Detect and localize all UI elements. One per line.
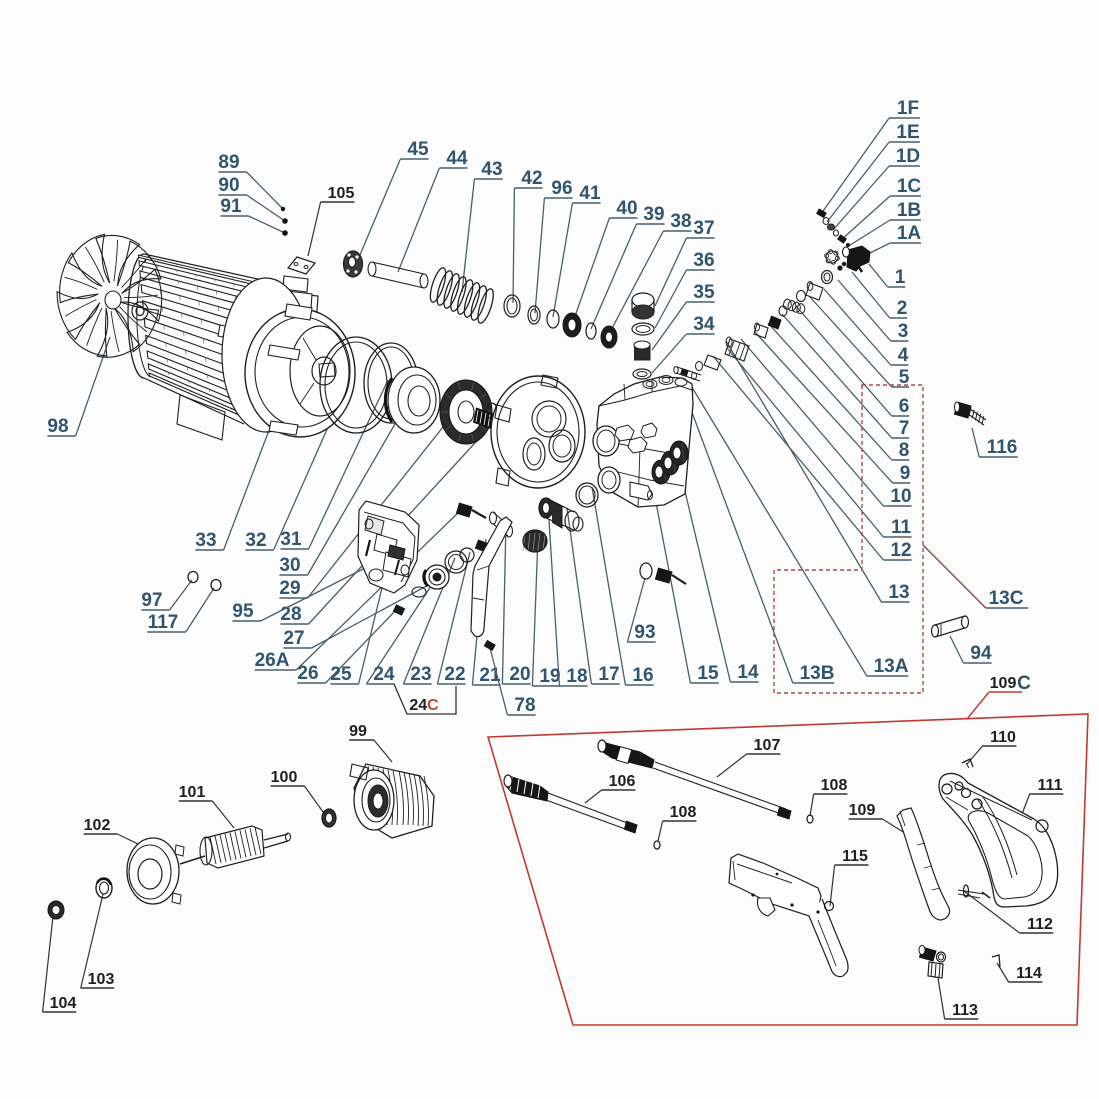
svg-text:12: 12 (890, 540, 911, 561)
svg-text:19: 19 (539, 666, 560, 687)
svg-text:10: 10 (890, 486, 911, 507)
svg-text:22: 22 (444, 664, 465, 685)
svg-text:43: 43 (481, 159, 502, 180)
svg-text:5: 5 (899, 367, 910, 388)
svg-text:104: 104 (50, 995, 77, 1012)
svg-text:78: 78 (514, 695, 535, 716)
svg-text:C: C (1017, 673, 1031, 694)
svg-text:25: 25 (330, 664, 352, 685)
svg-text:17: 17 (598, 664, 619, 685)
svg-text:42: 42 (521, 168, 542, 189)
svg-text:29: 29 (279, 578, 300, 599)
svg-text:108: 108 (821, 777, 848, 794)
svg-text:115: 115 (842, 848, 868, 865)
svg-text:107: 107 (754, 737, 781, 754)
svg-text:24: 24 (373, 664, 395, 685)
svg-text:89: 89 (218, 152, 239, 173)
svg-text:100: 100 (271, 769, 298, 786)
svg-text:109: 109 (990, 675, 1017, 692)
svg-text:101: 101 (179, 784, 206, 801)
svg-text:1B: 1B (897, 200, 921, 221)
svg-text:1A: 1A (897, 223, 922, 244)
svg-text:106: 106 (609, 773, 636, 790)
svg-text:26A: 26A (255, 650, 290, 671)
svg-text:13B: 13B (800, 663, 835, 684)
svg-text:116: 116 (987, 437, 1018, 458)
svg-text:114: 114 (1016, 965, 1042, 982)
svg-text:1D: 1D (896, 146, 920, 167)
svg-text:97: 97 (141, 590, 162, 611)
svg-text:111: 111 (1038, 777, 1063, 794)
svg-text:33: 33 (195, 530, 216, 551)
svg-text:109: 109 (849, 802, 876, 819)
svg-text:35: 35 (693, 282, 715, 303)
svg-text:26: 26 (297, 663, 318, 684)
svg-text:37: 37 (693, 218, 714, 239)
svg-text:2: 2 (897, 298, 908, 319)
svg-text:7: 7 (899, 418, 910, 439)
svg-text:44: 44 (446, 148, 468, 169)
svg-text:94: 94 (970, 643, 992, 664)
svg-text:20: 20 (509, 664, 530, 685)
svg-text:91: 91 (220, 196, 242, 217)
svg-text:13: 13 (888, 582, 909, 603)
svg-text:39: 39 (643, 204, 664, 225)
svg-text:9: 9 (900, 463, 911, 484)
svg-text:102: 102 (84, 817, 111, 834)
svg-text:96: 96 (551, 178, 572, 199)
svg-text:16: 16 (632, 665, 653, 686)
svg-text:15: 15 (697, 663, 719, 684)
svg-text:1C: 1C (897, 176, 922, 197)
svg-text:1F: 1F (897, 98, 919, 119)
svg-text:99: 99 (349, 723, 367, 740)
svg-text:103: 103 (88, 971, 115, 988)
svg-text:113: 113 (952, 1002, 978, 1019)
svg-text:41: 41 (579, 183, 601, 204)
svg-text:24C: 24C (409, 697, 439, 714)
svg-text:30: 30 (279, 555, 300, 576)
svg-text:38: 38 (670, 211, 691, 232)
svg-text:4: 4 (898, 345, 909, 366)
svg-text:1: 1 (895, 267, 906, 288)
svg-text:45: 45 (407, 139, 429, 160)
svg-text:110: 110 (990, 729, 1016, 746)
svg-text:34: 34 (693, 314, 715, 335)
svg-text:13C: 13C (989, 588, 1024, 609)
svg-text:117: 117 (148, 612, 179, 633)
svg-text:11: 11 (891, 517, 912, 538)
svg-text:36: 36 (693, 250, 714, 271)
svg-text:98: 98 (47, 416, 68, 437)
svg-text:6: 6 (899, 396, 910, 417)
svg-text:112: 112 (1027, 916, 1053, 933)
svg-text:108: 108 (670, 804, 697, 821)
svg-text:40: 40 (616, 198, 637, 219)
svg-text:14: 14 (737, 662, 759, 683)
svg-text:8: 8 (899, 440, 910, 461)
svg-text:31: 31 (280, 529, 302, 550)
svg-text:23: 23 (410, 664, 431, 685)
svg-text:1E: 1E (896, 122, 919, 143)
svg-text:90: 90 (218, 175, 239, 196)
svg-text:27: 27 (283, 628, 304, 649)
svg-text:13A: 13A (874, 656, 909, 677)
svg-text:95: 95 (232, 601, 254, 622)
svg-text:3: 3 (898, 321, 909, 342)
svg-text:32: 32 (245, 530, 266, 551)
svg-text:105: 105 (328, 185, 355, 202)
svg-text:18: 18 (566, 666, 587, 687)
svg-text:93: 93 (634, 622, 655, 643)
svg-text:28: 28 (280, 604, 301, 625)
